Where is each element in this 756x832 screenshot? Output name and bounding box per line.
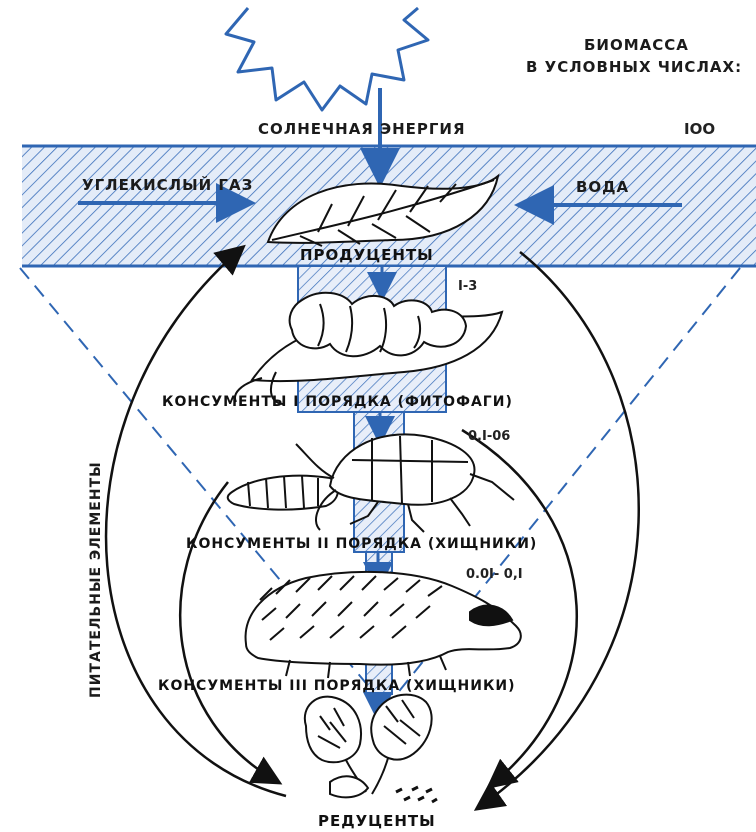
water-label: ВОДА — [576, 178, 629, 196]
biomass-value-01-06: 0,I-06 — [468, 429, 510, 444]
co2-label: УГЛЕКИСЛЫЙ ГАЗ — [82, 175, 253, 194]
consumers1-label: КОНСУМЕНТЫ I ПОРЯДКА (ФИТОФАГИ) — [162, 394, 513, 410]
consumers3-label: КОНСУМЕНТЫ III ПОРЯДКА (ХИЩНИКИ) — [158, 678, 516, 694]
biomass-value-1-3: I-3 — [458, 279, 477, 294]
biomass-value-100: IOO — [684, 120, 715, 138]
biomass-title-line1: БИОМАССА — [584, 36, 689, 54]
badger-icon — [246, 572, 521, 678]
mushroom-icon — [305, 695, 437, 802]
nutrients-label: ПИТАТЕЛЬНЫЕ ЭЛЕМЕНТЫ — [88, 461, 104, 698]
producers-label: ПРОДУЦЕНТЫ — [300, 246, 434, 264]
sun-icon — [226, 8, 428, 110]
consumers2-label: КОНСУМЕНТЫ II ПОРЯДКА (ХИЩНИКИ) — [186, 536, 537, 552]
reducers-label: РЕДУЦЕНТЫ — [318, 812, 436, 830]
biomass-title-line2: В УСЛОВНЫХ ЧИСЛАХ: — [526, 58, 742, 76]
biomass-value-001-01: 0.0I- 0,I — [466, 567, 523, 582]
solar-energy-label: СОЛНЕЧНАЯ ЭНЕРГИЯ — [258, 120, 466, 138]
